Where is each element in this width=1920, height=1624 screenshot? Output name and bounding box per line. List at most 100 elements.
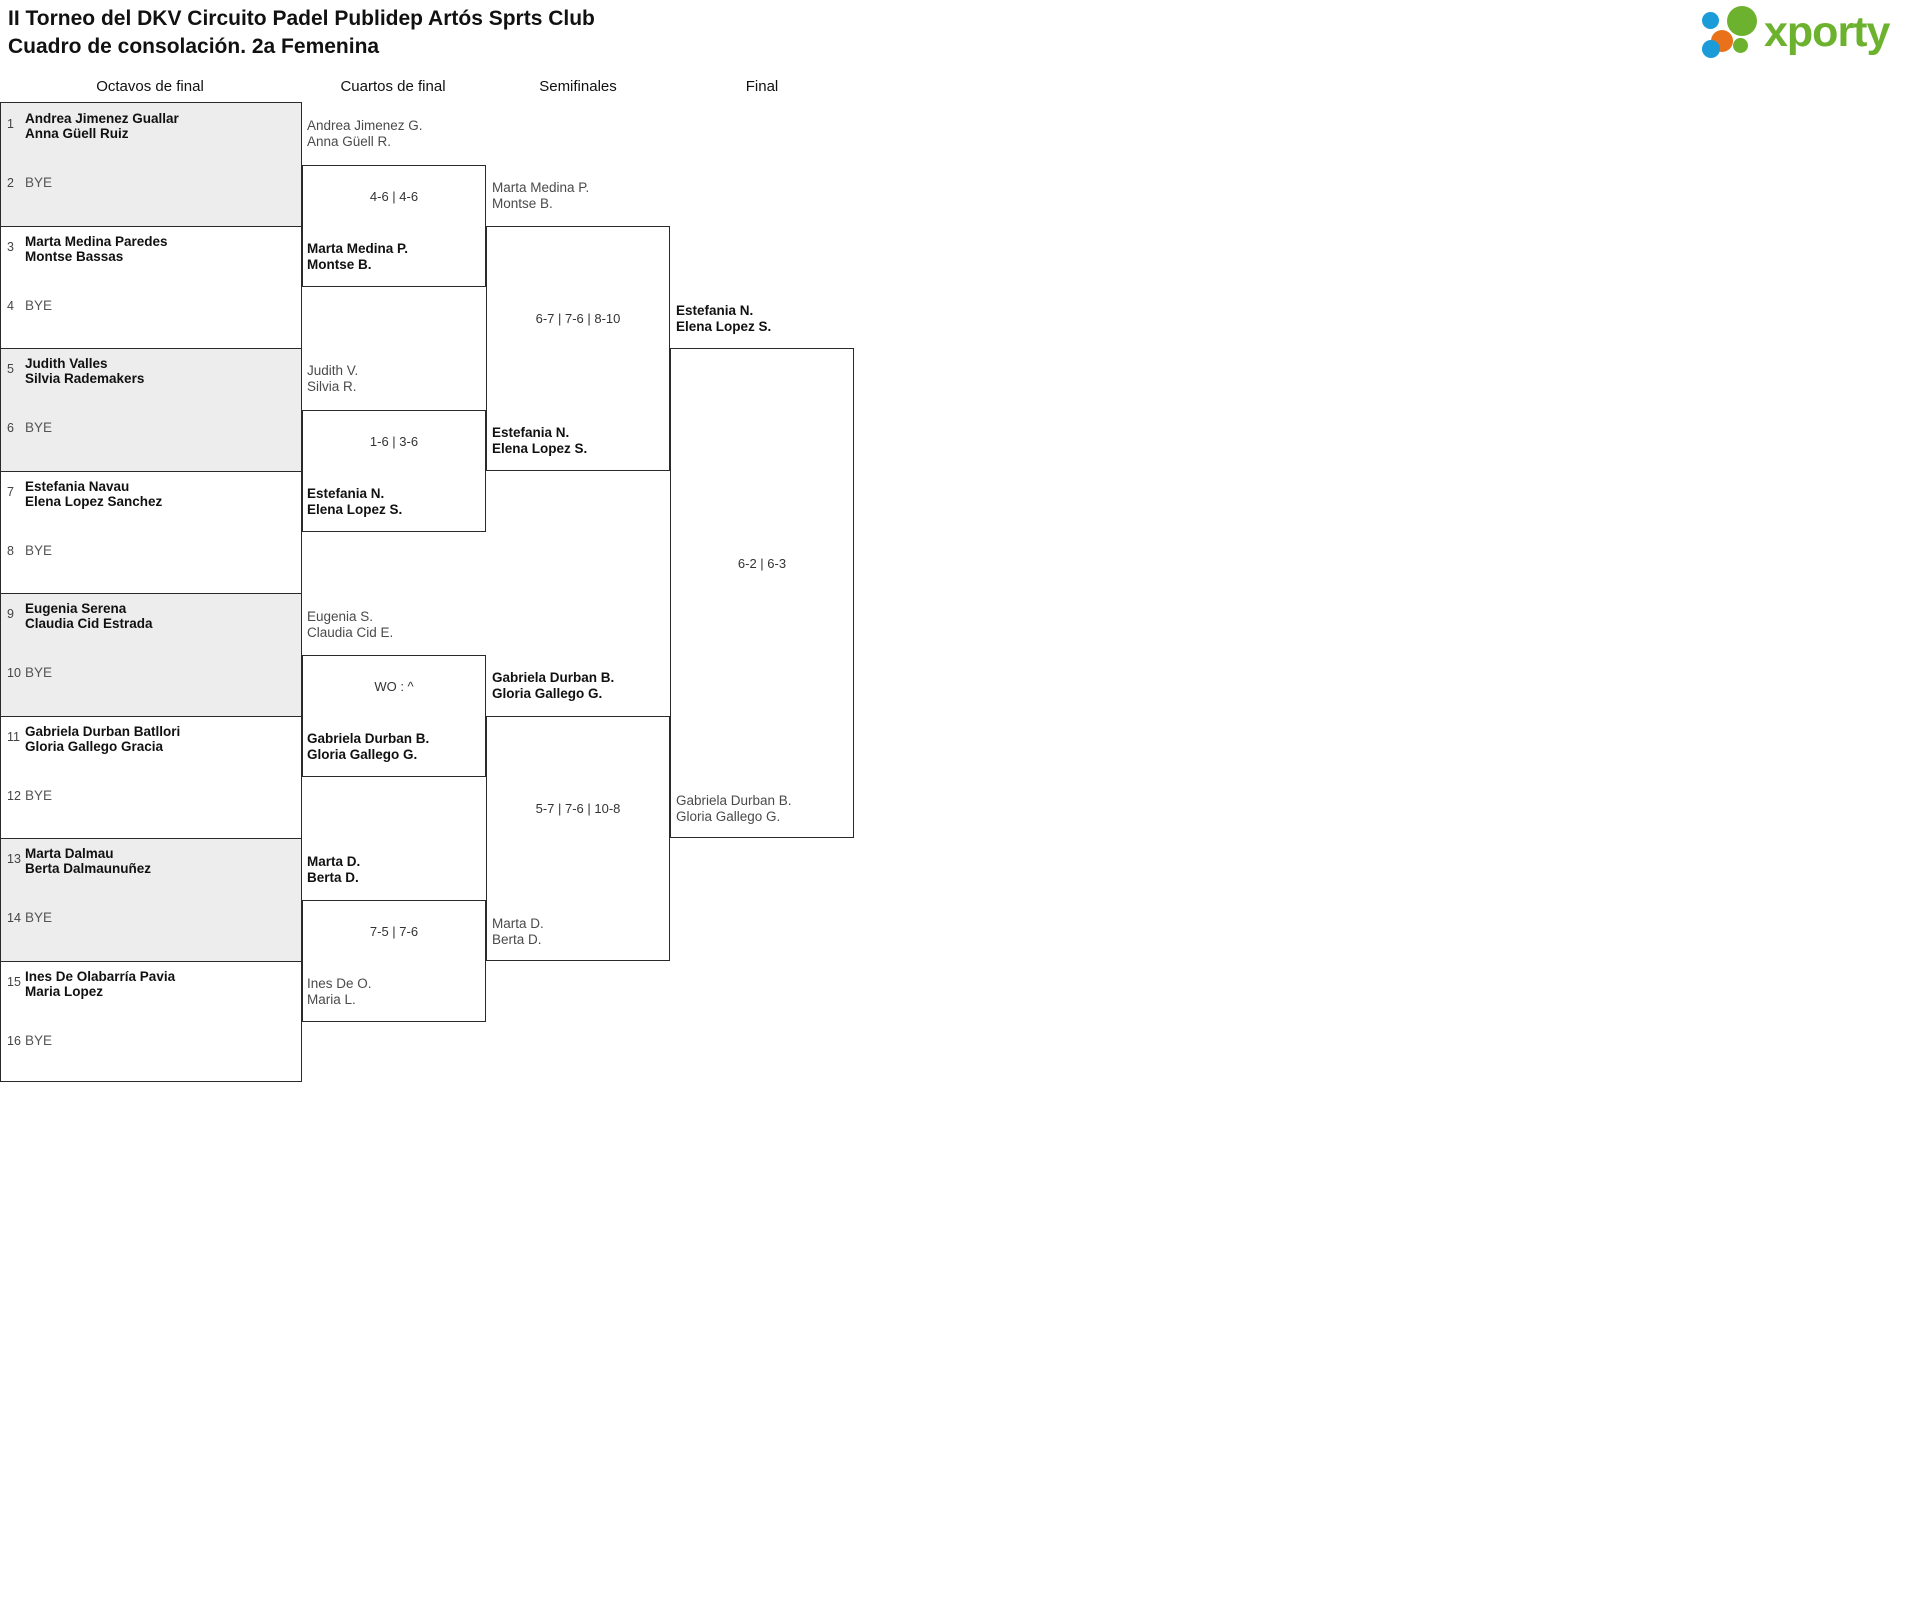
player-name-line2: Anna Güell Ruiz	[25, 126, 129, 141]
round1-pair-divider	[1, 348, 301, 349]
bye-label: BYE	[25, 1032, 53, 1048]
qf-2-box[interactable]	[302, 410, 486, 532]
sf-1-top-line1: Marta Medina P.	[492, 180, 590, 195]
seed-number: 8	[7, 543, 14, 558]
player-name-line1: Marta Medina Paredes	[25, 233, 168, 249]
bye-label: BYE	[25, 420, 53, 436]
qf-4-score: 7-5 | 7-6	[369, 924, 419, 939]
qf-4-bottom-line2: Maria L.	[307, 992, 356, 1007]
round1-pair-divider	[1, 225, 301, 227]
tournament-subtitle: Cuadro de consolación. 2a Femenina	[8, 35, 380, 58]
seed-number: 11	[7, 729, 20, 744]
round1-pair-divider	[1, 715, 301, 717]
round-header-cuartos: Cuartos de final	[340, 78, 446, 95]
sf-2-score: 5-7 | 7-6 | 10-8	[535, 801, 621, 816]
sf-1-box[interactable]	[486, 226, 670, 471]
sf-2-box[interactable]	[486, 716, 670, 961]
sf-1-bottom-line1: Estefania N.	[492, 425, 570, 440]
round1-pair-divider	[1, 470, 301, 472]
player-name-line1: Gabriela Durban Batllori	[25, 723, 181, 739]
seed-number: 13	[7, 852, 21, 866]
final-box[interactable]	[670, 348, 854, 838]
player-name-line1: Eugenia Serena	[25, 601, 127, 616]
round1-pair-shading	[1, 103, 301, 226]
qf-3-top-line2: Claudia Cid E.	[307, 625, 394, 640]
tournament-title: II Torneo del DKV Circuito Padel Publide…	[8, 7, 595, 30]
bye-label: BYE	[25, 665, 53, 681]
player-name-line1: Andrea Jimenez Guallar	[25, 111, 179, 126]
qf-2-bottom-line1: Estefania N.	[307, 486, 385, 501]
sf-1-top-line2: Montse B.	[492, 196, 553, 211]
sf-1-score: 6-7 | 7-6 | 8-10	[535, 311, 621, 326]
qf-1-top-line1: Andrea Jimenez G.	[307, 118, 423, 133]
qf-4-top-line2: Berta D.	[307, 870, 359, 885]
sf-2-bottom-line1: Marta D.	[492, 916, 544, 931]
seed-number: 3	[7, 239, 14, 254]
bye-label: BYE	[25, 787, 53, 803]
player-name-line2: Berta Dalmaunuñez	[25, 861, 152, 876]
sf-1-bottom-line2: Elena Lopez S.	[492, 441, 588, 456]
seed-number: 15	[7, 974, 21, 989]
qf-1-box[interactable]	[302, 165, 486, 287]
round1-slot[interactable]: 14 BYE	[1, 899, 301, 960]
round-header-semifinales: Semifinales	[539, 78, 617, 95]
seed-number: 6	[7, 421, 14, 436]
final-bottom-line2: Gloria Gallego G.	[676, 809, 781, 824]
qf-3-bottom-line2: Gloria Gallego G.	[307, 747, 418, 762]
qf-4-top-line1: Marta D.	[307, 854, 361, 869]
qf-3-top-line1: Eugenia S.	[307, 609, 374, 624]
qf-4-bottom-line1: Ines De O.	[307, 976, 372, 991]
qf-2-bottom-line2: Elena Lopez S.	[307, 502, 403, 517]
qf-2-score: 1-6 | 3-6	[369, 434, 419, 449]
round1-slot[interactable]: 12 BYE	[1, 777, 301, 838]
player-name-line2: Silvia Rademakers	[25, 371, 145, 386]
qf-4-box[interactable]	[302, 900, 486, 1022]
qf-3-box[interactable]	[302, 655, 486, 777]
round-header-final: Final	[745, 78, 779, 95]
xporty-logo[interactable]: xporty	[1702, 6, 1902, 58]
round1-pair-divider	[1, 838, 301, 839]
seed-number: 12	[7, 788, 21, 803]
player-name-line2: Gloria Gallego Gracia	[25, 738, 164, 754]
qf-3-bottom-line1: Gabriela Durban B.	[307, 731, 430, 746]
round1-slot[interactable]: 2 BYE	[1, 164, 301, 225]
seed-number: 14	[7, 911, 21, 926]
logo-dots-icon	[1702, 6, 1766, 58]
round1-pair-divider	[1, 593, 301, 594]
player-name-line2: Claudia Cid Estrada	[25, 616, 153, 631]
round1-pair-shading	[1, 593, 301, 716]
qf-2-top-line1: Judith V.	[307, 363, 359, 378]
sf-2-top-line2: Gloria Gallego G.	[492, 686, 603, 701]
qf-1-score: 4-6 | 4-6	[369, 189, 419, 204]
final-top-line2: Elena Lopez S.	[676, 319, 772, 334]
seed-number: 5	[7, 362, 14, 376]
player-name-line1: Judith Valles	[25, 356, 108, 371]
player-name-line2: Maria Lopez	[25, 983, 104, 999]
bye-label: BYE	[25, 910, 53, 926]
round1-pair-shading	[1, 838, 301, 961]
player-name-line2: Montse Bassas	[25, 248, 124, 264]
round-header-octavos: Octavos de final	[96, 78, 204, 95]
qf-2-top-line2: Silvia R.	[307, 379, 357, 394]
seed-number: 2	[7, 176, 14, 191]
seed-number: 1	[7, 117, 14, 131]
round1-pair-divider	[1, 960, 301, 962]
round1-slot[interactable]: 6 BYE	[1, 409, 301, 470]
seed-number: 7	[7, 484, 14, 499]
player-name-line1: Estefania Navau	[25, 478, 130, 494]
bye-label: BYE	[25, 175, 53, 191]
